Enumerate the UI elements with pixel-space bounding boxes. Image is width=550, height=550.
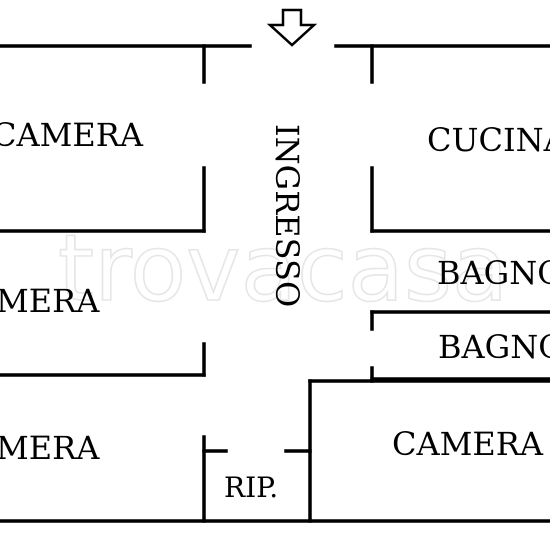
room-label-bagno-2: BAGNO [438, 328, 550, 366]
room-label-bagno-1: BAGNO [437, 254, 550, 292]
down-arrow-icon [266, 8, 318, 47]
room-label-ripostiglio: RIP. [224, 471, 278, 504]
ripostiglio-walls [202, 379, 312, 523]
room-label-camera-mid-left: MERA [0, 282, 100, 320]
right-rooms-walls [308, 44, 550, 383]
room-label-cucina: CUCINA [427, 121, 550, 159]
room-label-ingresso: INGRESSO [268, 124, 306, 307]
room-label-camera-bottom-left: MERA [0, 429, 100, 467]
room-label-camera-top-left: CAMERA [0, 116, 144, 154]
room-label-camera-bottom-right: CAMERA [392, 425, 544, 463]
